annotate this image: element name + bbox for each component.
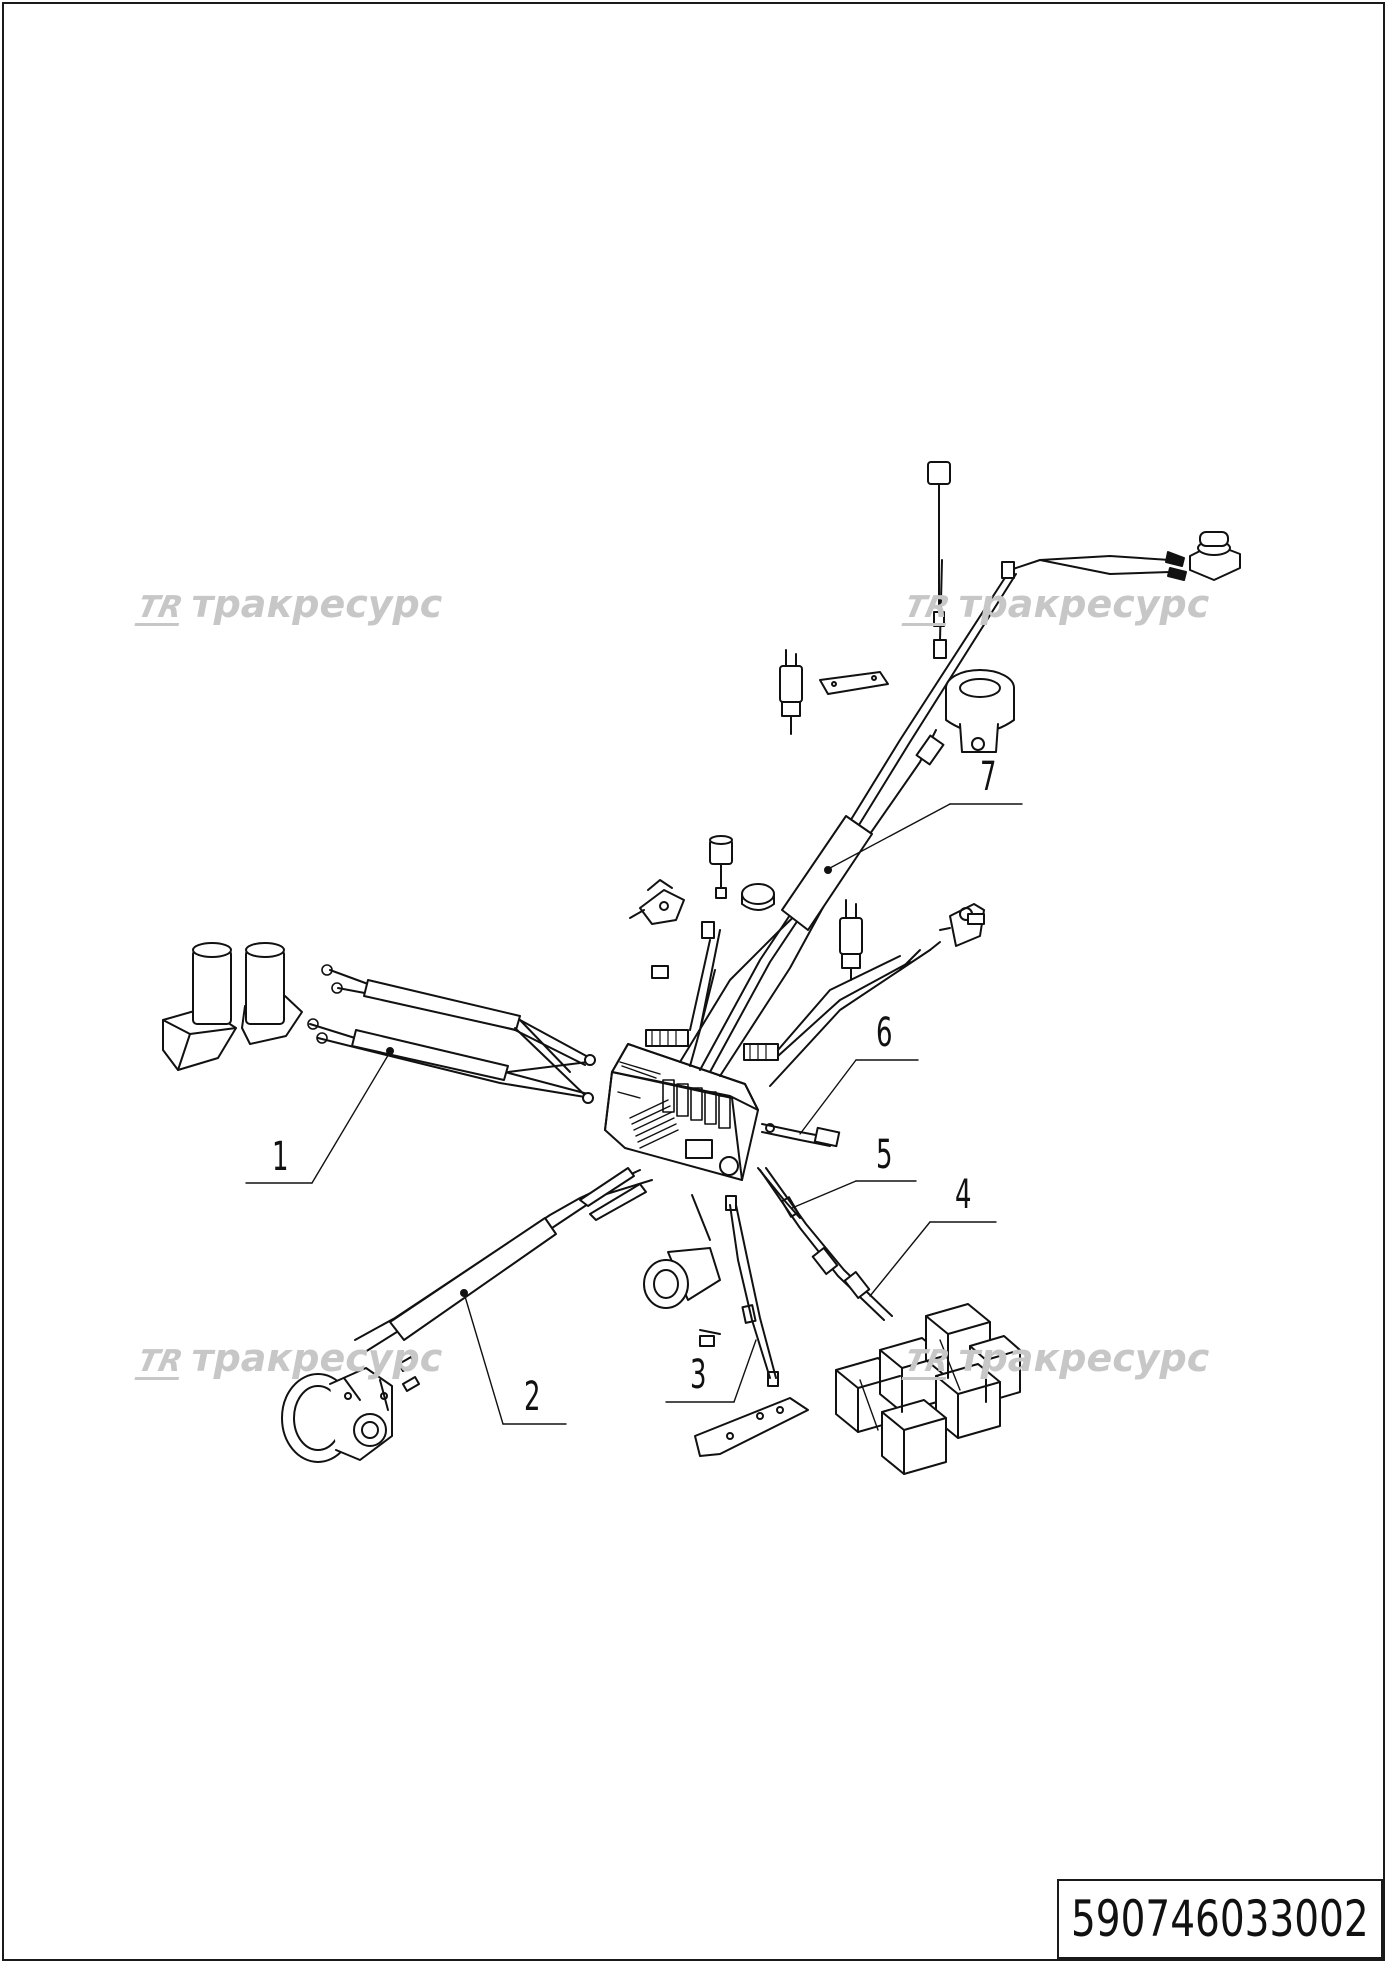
harness-7: [645, 551, 1187, 1087]
controller-unit-icon: [604, 1043, 759, 1181]
pump-motor-icon: [945, 669, 1015, 753]
callout-6: 6: [876, 1010, 893, 1056]
harness-2: [354, 1167, 653, 1392]
callout-4: 4: [955, 1172, 972, 1218]
connector-icon: [699, 1335, 715, 1347]
connector-icon: [651, 965, 669, 979]
harness-1: [307, 964, 596, 1104]
leader-lines: [245, 803, 1023, 1425]
callout-1: 1: [272, 1134, 289, 1180]
brand-logo-icon: TR: [134, 590, 186, 626]
harness-3: [691, 1194, 779, 1387]
part-number: 590746033002: [1071, 1890, 1369, 1948]
buzzer-icon: [741, 883, 775, 911]
button-switch-icon: [1189, 531, 1241, 581]
relay-icon: [779, 649, 889, 735]
relay-icon: [839, 899, 863, 981]
callout-5: 5: [876, 1132, 893, 1178]
harness-4: [759, 1167, 893, 1321]
callout-2: 2: [524, 1374, 541, 1420]
switch-icon: [629, 879, 685, 925]
capacitor-icon: [162, 942, 303, 1071]
brand-logo-icon: TR: [901, 590, 953, 626]
drive-motor-icon: [281, 1367, 393, 1463]
horn-icon: [643, 1247, 721, 1309]
fuse-holder-icon: [709, 835, 733, 899]
harness-5: [757, 1167, 801, 1219]
brand-logo-icon: TR: [901, 1344, 953, 1380]
harness-6: [761, 1123, 841, 1148]
callout-3: 3: [690, 1352, 707, 1398]
solenoid-valve-icon: [939, 903, 985, 947]
sensor-probe-icon: [927, 461, 951, 627]
part-number-box: 590746033002: [1057, 1879, 1383, 1959]
callout-7: 7: [980, 754, 997, 800]
brand-logo-icon: TR: [134, 1344, 186, 1380]
battery-pack-icon: [835, 1303, 1021, 1475]
mounting-plate-icon: [694, 1397, 809, 1457]
